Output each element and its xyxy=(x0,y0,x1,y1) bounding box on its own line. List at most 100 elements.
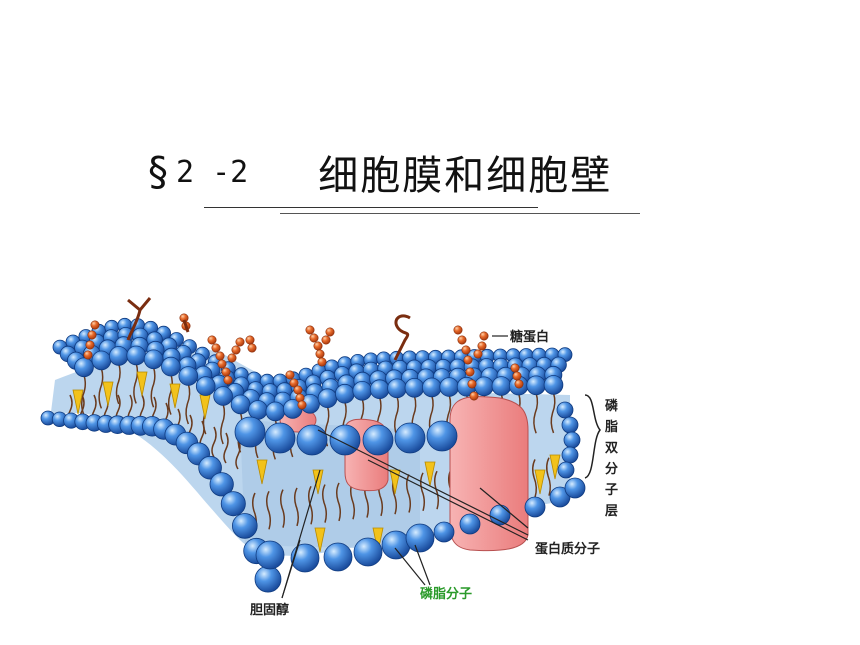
sugar-bead xyxy=(245,335,255,345)
lipid-tail xyxy=(167,374,173,415)
phospholipid-head xyxy=(526,375,546,396)
sugar-bead xyxy=(313,341,323,351)
label-char: 层 xyxy=(605,504,618,519)
sugar-bead xyxy=(457,335,467,345)
sugar-bead xyxy=(215,351,225,361)
sugar-bead xyxy=(227,353,237,363)
phospholipid-head xyxy=(248,400,268,420)
phospholipid-head xyxy=(323,542,353,572)
sugar-bead xyxy=(247,343,257,353)
phospholipid-head xyxy=(232,513,258,539)
title-underline-2 xyxy=(280,213,640,214)
lipid-tail xyxy=(223,432,229,464)
sugar-bead xyxy=(90,320,100,330)
phospholipid-head xyxy=(405,523,435,553)
phospholipid-head xyxy=(230,394,251,415)
lipid-tail xyxy=(265,490,272,530)
diagram-labels: 糖蛋白 磷脂双分子层 蛋白质分子 磷脂分子 胆固醇 xyxy=(250,329,619,618)
phospholipid-head xyxy=(178,366,199,386)
leader-lines xyxy=(281,335,601,599)
sugar-bead xyxy=(297,400,307,410)
sugar-bead xyxy=(285,370,295,380)
phospholipid-head xyxy=(352,380,373,401)
lipid-tail xyxy=(321,484,328,523)
sugar-bead xyxy=(211,343,221,353)
cholesterol-wedge xyxy=(136,371,148,397)
sugar-bead xyxy=(469,391,479,401)
label-cholesterol: 胆固醇 xyxy=(250,602,289,618)
label-char: 脂 xyxy=(604,419,618,435)
phospholipid-head xyxy=(394,422,426,454)
phospholipid-head xyxy=(109,346,129,366)
lipid-tail xyxy=(293,487,300,527)
lipid-tail xyxy=(419,472,426,512)
phospholipid-head xyxy=(353,537,383,567)
glycoprotein-chains xyxy=(83,313,524,410)
lipid-tail xyxy=(335,482,342,522)
sugar-bead xyxy=(309,333,319,343)
sugar-bead xyxy=(453,325,463,335)
sugar-bead xyxy=(231,345,241,355)
sugar-bead xyxy=(321,335,331,345)
phospholipid-head xyxy=(74,357,94,378)
sugar-bead xyxy=(221,367,231,377)
phospholipid-head xyxy=(234,416,266,448)
sugar-bead xyxy=(512,371,522,381)
phospholipid-head xyxy=(126,345,146,366)
phospholipid-head xyxy=(290,543,320,573)
label-phospholipid-molecule: 磷脂分子 xyxy=(420,586,472,602)
lipid-tail xyxy=(235,438,241,470)
lipid-tail xyxy=(545,457,552,496)
slide-title: § 2 -2 细胞膜和细胞壁 xyxy=(148,142,612,202)
phospholipid-head xyxy=(317,388,338,409)
label-char: 双 xyxy=(605,441,618,456)
sugar-bead xyxy=(510,363,520,373)
phospholipid-head xyxy=(439,377,460,397)
phospholipid-head xyxy=(265,401,286,422)
lipid-tail xyxy=(220,403,226,445)
sugar-bead xyxy=(207,335,217,345)
phospholipid-head xyxy=(369,379,390,400)
phospholipid-head xyxy=(491,376,512,396)
cholesterol-molecules xyxy=(72,371,561,553)
sugar-bead xyxy=(217,359,227,369)
cholesterol-wedge xyxy=(169,383,181,409)
title-underline-1 xyxy=(204,207,538,208)
phospholipid-head xyxy=(161,356,181,377)
sugar-bead xyxy=(289,378,299,388)
cholesterol-wedge xyxy=(312,469,324,495)
cholesterol-wedge xyxy=(389,469,401,495)
section-mark: § xyxy=(148,149,168,195)
phospholipid-head xyxy=(557,461,575,479)
phospholipid-head xyxy=(556,401,574,419)
phospholipid-head xyxy=(381,530,411,560)
lipid-tail xyxy=(394,396,400,437)
phospholipid-head xyxy=(209,472,234,497)
sugar-bead xyxy=(315,349,325,359)
glyco-stems xyxy=(126,297,411,361)
phospholipid-head xyxy=(334,383,355,404)
phospholipid-head xyxy=(524,496,546,518)
lipid-tail xyxy=(550,392,556,434)
cholesterol-wedge xyxy=(256,459,268,485)
sugar-bead xyxy=(293,385,303,395)
phospholipid-head xyxy=(387,378,407,399)
lipid-tail xyxy=(279,489,286,528)
phospholipid-head xyxy=(220,491,246,517)
phospholipid-head xyxy=(195,376,216,396)
phospholipid-head xyxy=(564,477,586,499)
lipid-tail xyxy=(150,367,156,408)
phospholipid-head xyxy=(433,521,455,543)
sugar-bead xyxy=(317,357,327,367)
cholesterol-wedge xyxy=(549,454,561,480)
sugar-bead xyxy=(223,375,233,385)
sugar-bead xyxy=(463,355,473,365)
slide-heading: 细胞膜和细胞壁 xyxy=(318,153,613,199)
sugar-bead xyxy=(83,350,93,360)
sugar-bead xyxy=(325,327,335,337)
sugar-bead xyxy=(305,325,315,335)
sugar-bead xyxy=(235,337,245,347)
lipid-tail xyxy=(133,363,139,404)
lipid-tail xyxy=(211,426,217,458)
